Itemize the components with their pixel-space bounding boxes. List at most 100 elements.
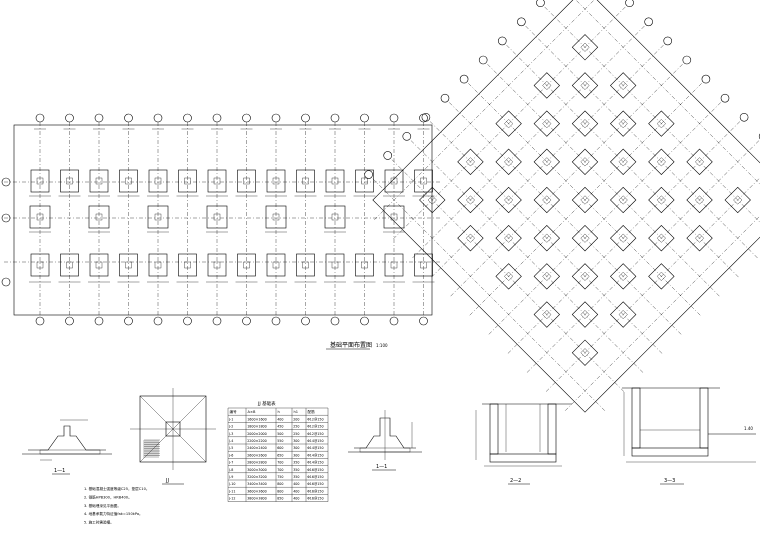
note-line: 5. 施工时需验槽。 (84, 520, 114, 525)
rotated-axis-bubble (625, 0, 634, 8)
axis-bubble (360, 316, 369, 326)
rotated-column (656, 195, 666, 205)
table-cell: Φ12@150 (307, 417, 323, 421)
axis-bubble (360, 113, 369, 123)
table-cell: 350 (293, 461, 299, 465)
rotated-axis-line (563, 178, 760, 413)
table-cell: 2600×2600 (247, 453, 267, 457)
rotated-column (733, 195, 743, 205)
table-cell: Φ14@150 (307, 439, 323, 443)
axis-bubble (271, 113, 281, 123)
section-3-3: 1.40 3—3 (622, 387, 756, 485)
rotated-column (618, 195, 628, 205)
rotated-column (465, 233, 475, 243)
rotated-axis-line (410, 140, 645, 375)
rotated-axis-line (468, 83, 702, 317)
axis-bubble (271, 316, 281, 326)
top-axis-markers (35, 113, 428, 123)
axis-bubble (124, 113, 133, 123)
table-cell: J-11 (228, 489, 235, 493)
rotated-column (580, 310, 590, 320)
table-header-cell: 编号 (230, 409, 238, 414)
left-wall (631, 387, 641, 449)
table-cell: J-3 (228, 432, 233, 436)
note-line: 3. 基础埋深见平面图。 (84, 503, 121, 508)
section-2-2: 2—2 (475, 403, 572, 485)
footing-plan-detail: JJ (130, 388, 216, 485)
rotated-column (580, 271, 590, 281)
rotated-footing (571, 186, 599, 214)
rotated-footing (533, 110, 560, 137)
section-label-3-3: 3—3 (664, 478, 675, 484)
rotated-column (580, 119, 590, 129)
table-cell: 3400×3400 (247, 482, 267, 486)
table-header-cell: h (278, 410, 280, 414)
rotated-axis-bubble (536, 0, 545, 8)
axis-bubble (65, 113, 74, 123)
rotated-column (618, 233, 628, 243)
table-cell: 300 (293, 439, 299, 443)
table-cell: Φ12@150 (307, 432, 323, 436)
table-cell: 2800×2800 (247, 461, 267, 465)
axis-bubble (330, 316, 340, 326)
table-cell: Φ16@150 (307, 482, 323, 486)
rotated-footing (495, 110, 522, 137)
rotated-footing (571, 263, 599, 290)
rotated-footing (495, 148, 522, 175)
axis-bubble (35, 113, 45, 123)
rotated-axis-bubble (682, 55, 692, 65)
rotated-column (695, 195, 705, 205)
rotated-plan-outline (372, 0, 760, 413)
note-line: 1. 基础混凝土强度等级C25，垫层C10。 (84, 486, 149, 491)
axis-bubble (153, 316, 163, 326)
table-cell: 400 (293, 497, 299, 501)
table-cell: J-10 (228, 482, 235, 486)
rotated-axis-bubble (517, 17, 526, 27)
rotated-column (504, 157, 514, 167)
rotated-footing (686, 148, 713, 175)
rotated-footing (648, 263, 675, 290)
table-cell: 350 (293, 468, 299, 472)
rotated-axis-bubble (459, 74, 469, 84)
rotated-column (656, 119, 666, 129)
axis-bubble (212, 113, 222, 123)
rotated-column (656, 271, 666, 281)
rotated-axis-bubble (364, 170, 373, 179)
rotated-axis-bubble (720, 93, 730, 103)
table-cell: 3800×3800 (247, 497, 267, 501)
rotated-footing (495, 263, 522, 290)
axis-bubble (212, 316, 222, 326)
axis-bubble (419, 316, 428, 326)
rotated-axis-line (430, 121, 664, 355)
rotated-footing (648, 186, 675, 214)
rotated-axis-line (506, 121, 740, 355)
table-cell: J-8 (228, 468, 233, 472)
rotated-column (580, 233, 590, 243)
rotated-footing (571, 301, 599, 328)
rotated-column (618, 310, 628, 320)
rotated-column (542, 195, 552, 205)
left-axis-bubble (1, 277, 11, 287)
section-1-1-left: 1—1 (22, 419, 112, 475)
rotated-axis-line (372, 178, 607, 413)
table-header-cell: h1 (294, 410, 299, 414)
plan-title: 基础平面布置图 (330, 341, 372, 349)
rotated-column (427, 195, 437, 205)
table-cell: 300 (293, 446, 299, 450)
table-cell: Φ14@150 (307, 461, 323, 465)
detail-label-jj: JJ (165, 478, 169, 484)
axis-bubble (94, 316, 104, 326)
rotated-axis-bubble (402, 132, 412, 141)
rotated-footing (571, 339, 599, 366)
table-cell: J-9 (228, 475, 233, 479)
rotated-footing (610, 263, 637, 290)
rotated-column (542, 233, 552, 243)
rotated-column (618, 157, 628, 167)
rotated-axis-line (372, 0, 607, 222)
right-wall (547, 403, 557, 455)
table-cell: 1600×1600 (247, 417, 267, 421)
rotated-column (542, 80, 552, 90)
